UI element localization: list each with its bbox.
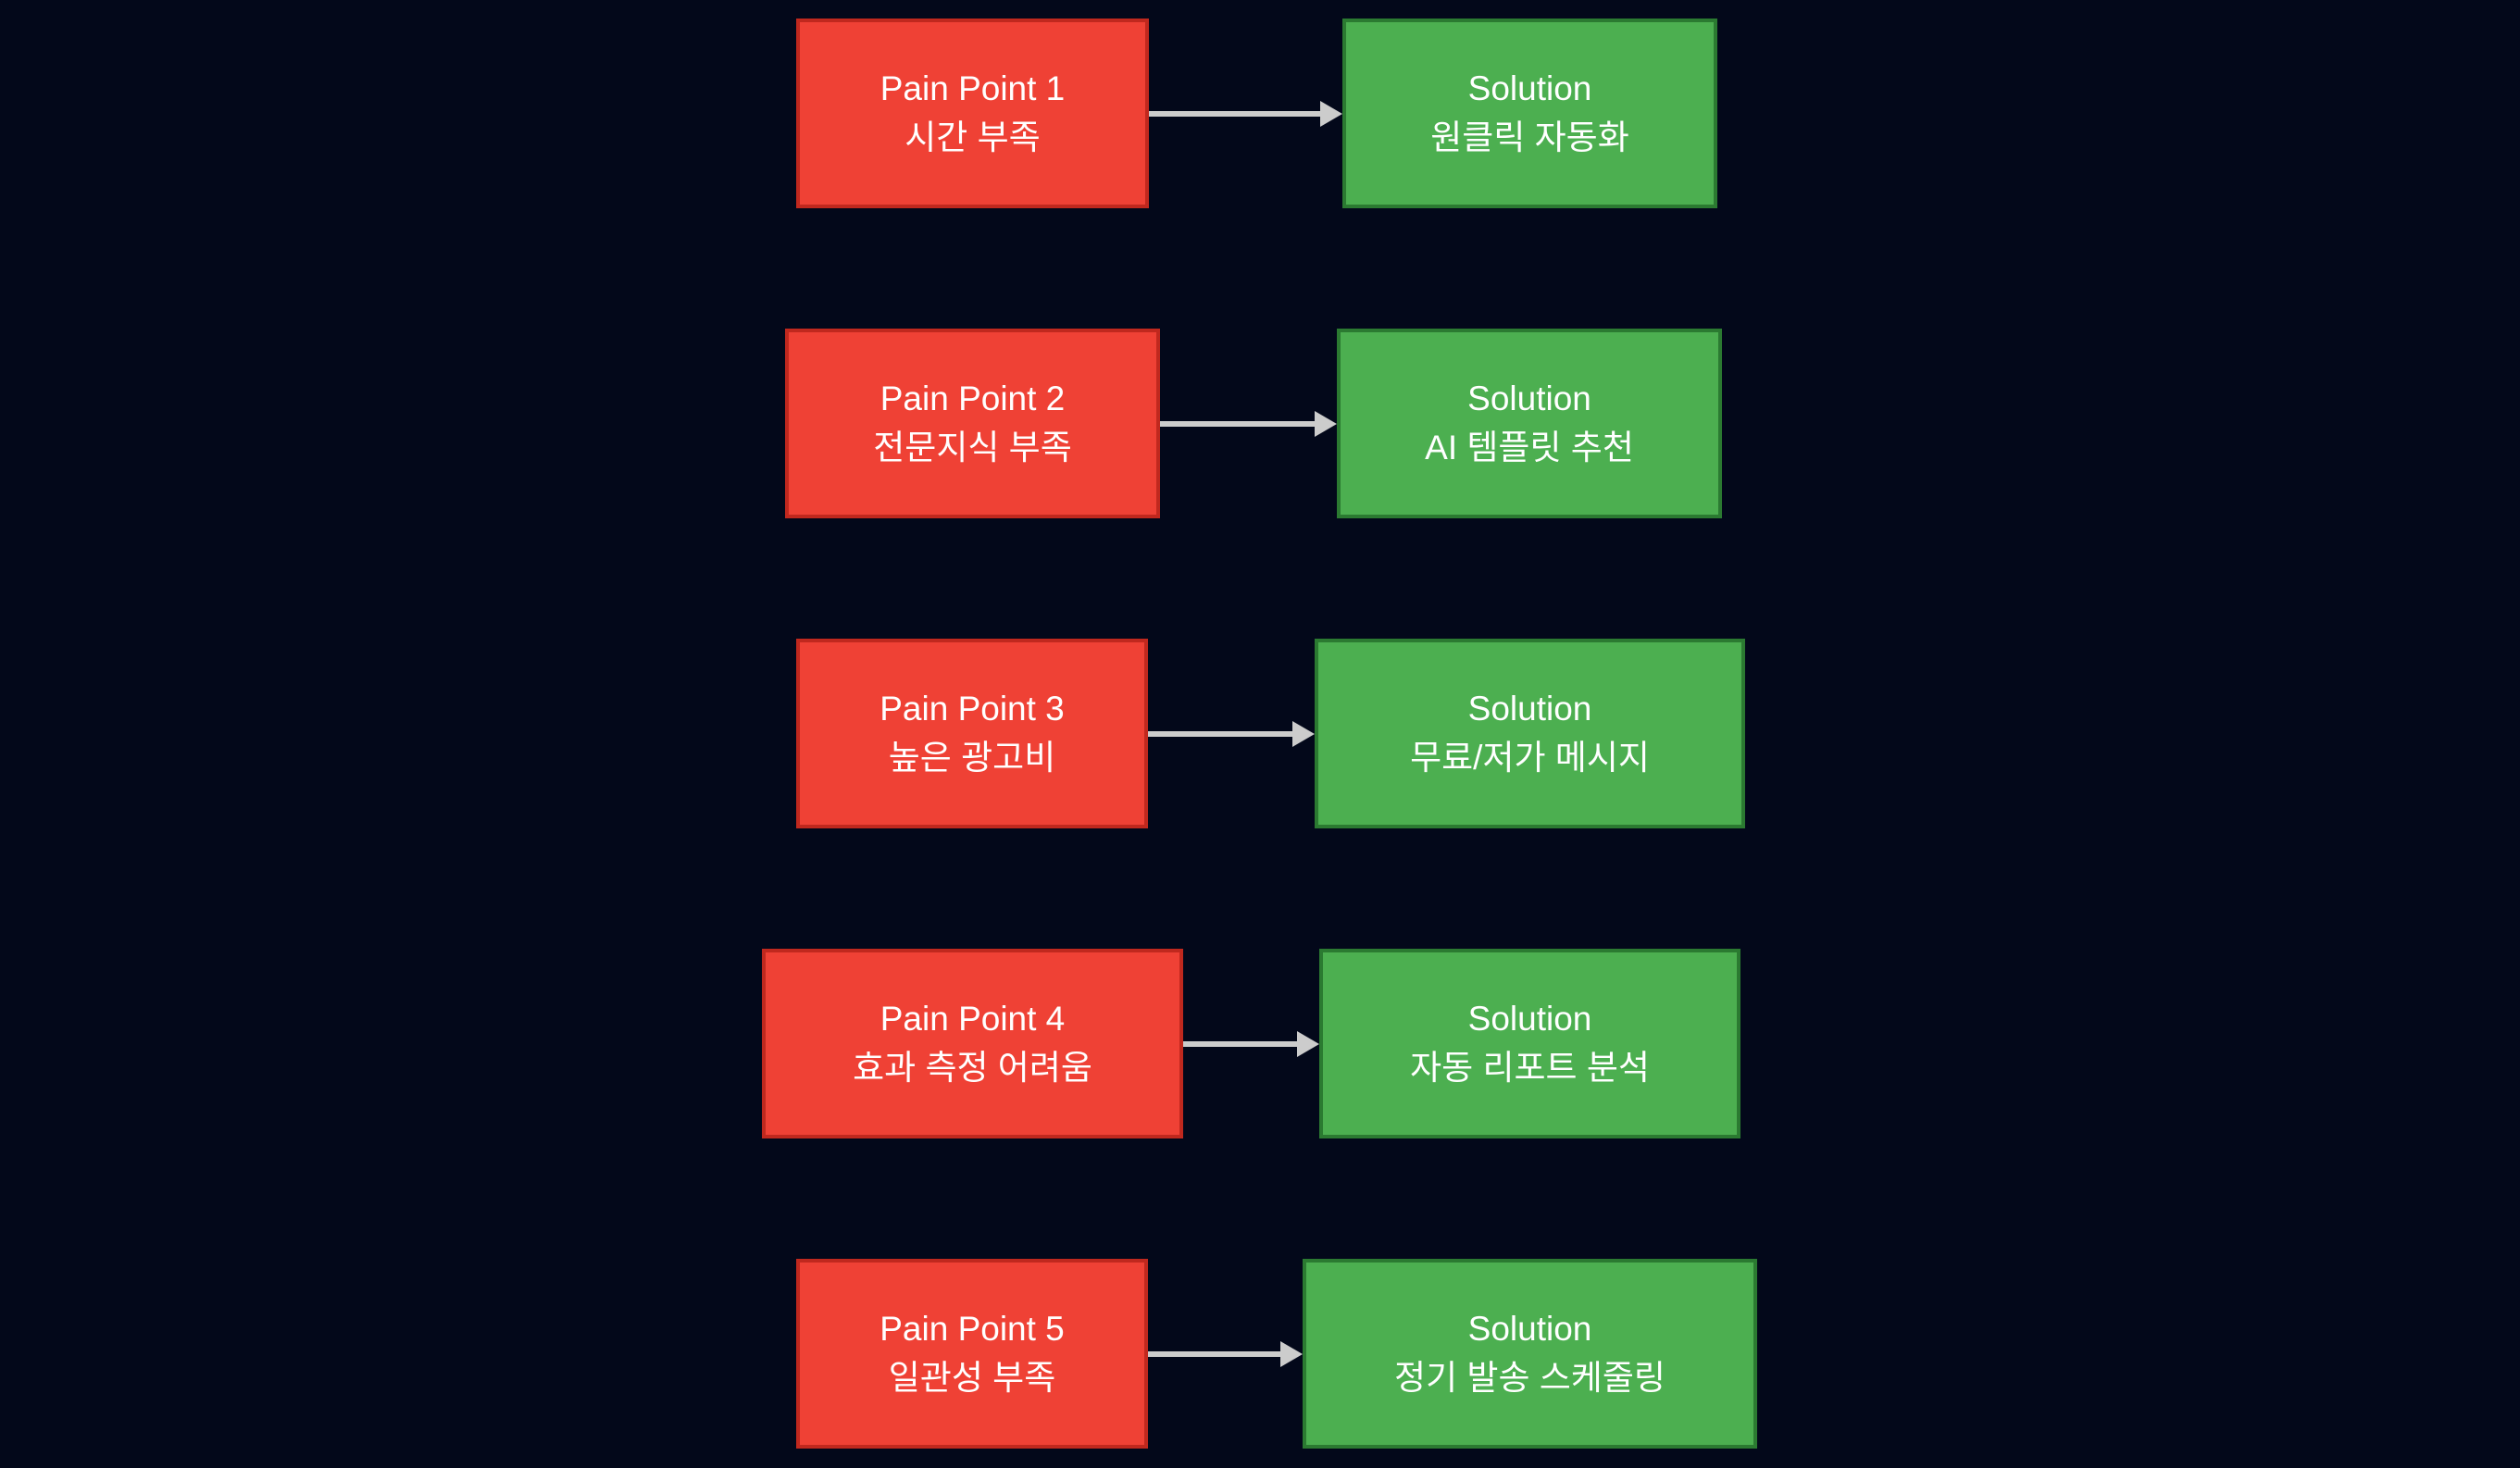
- arrow-4-head: [1297, 1031, 1319, 1057]
- solution-node-5-detail: 정기 발송 스케줄링: [1394, 1358, 1665, 1397]
- solution-node-1-title: Solution: [1467, 68, 1592, 107]
- solution-node-1[interactable]: Solution 원클릭 자동화: [1342, 19, 1717, 208]
- pain-point-node-2[interactable]: Pain Point 2 전문지식 부족: [785, 329, 1160, 518]
- pain-point-node-1-detail: 시간 부족: [904, 118, 1041, 156]
- solution-node-3[interactable]: Solution 무료/저가 메시지: [1315, 639, 1745, 828]
- arrow-2-head: [1315, 411, 1337, 437]
- solution-node-2[interactable]: Solution AI 템플릿 추천: [1337, 329, 1722, 518]
- flow-row-1: Pain Point 1 시간 부족 Solution 원클릭 자동화: [0, 0, 2520, 228]
- pain-point-node-3-title: Pain Point 3: [880, 689, 1065, 728]
- arrow-5: [1148, 1341, 1303, 1367]
- arrow-3-head: [1292, 721, 1315, 747]
- solution-node-5-title: Solution: [1467, 1309, 1592, 1348]
- solution-node-3-detail: 무료/저가 메시지: [1410, 738, 1650, 777]
- solution-node-2-title: Solution: [1467, 379, 1591, 417]
- pain-point-node-4-detail: 효과 측정 어려움: [853, 1048, 1092, 1087]
- pain-point-node-5-title: Pain Point 5: [880, 1309, 1065, 1348]
- solution-node-5[interactable]: Solution 정기 발송 스케줄링: [1303, 1259, 1757, 1449]
- solution-node-4[interactable]: Solution 자동 리포트 분석: [1319, 949, 1740, 1138]
- arrow-1-head: [1320, 101, 1342, 127]
- pain-point-node-5-detail: 일관성 부족: [888, 1358, 1056, 1397]
- solution-node-4-title: Solution: [1467, 999, 1592, 1038]
- arrow-2: [1160, 411, 1337, 437]
- pain-point-node-2-title: Pain Point 2: [880, 379, 1066, 417]
- arrow-3: [1148, 721, 1315, 747]
- pain-point-node-3[interactable]: Pain Point 3 높은 광고비: [796, 639, 1148, 828]
- solution-node-2-detail: AI 템플릿 추천: [1425, 428, 1634, 467]
- pain-point-node-2-detail: 전문지식 부족: [873, 428, 1072, 467]
- solution-node-3-title: Solution: [1467, 689, 1592, 728]
- pain-point-node-1[interactable]: Pain Point 1 시간 부족: [796, 19, 1149, 208]
- pain-point-node-1-title: Pain Point 1: [880, 68, 1066, 107]
- arrow-5-head: [1280, 1341, 1303, 1367]
- pain-point-node-3-detail: 높은 광고비: [888, 738, 1056, 777]
- solution-node-1-detail: 원클릭 자동화: [1430, 118, 1629, 156]
- pain-point-node-4-title: Pain Point 4: [880, 999, 1066, 1038]
- pain-point-node-5[interactable]: Pain Point 5 일관성 부족: [796, 1259, 1148, 1449]
- arrow-4: [1183, 1031, 1319, 1057]
- arrow-1: [1149, 101, 1342, 127]
- pain-point-node-4[interactable]: Pain Point 4 효과 측정 어려움: [762, 949, 1183, 1138]
- solution-node-4-detail: 자동 리포트 분석: [1410, 1048, 1650, 1087]
